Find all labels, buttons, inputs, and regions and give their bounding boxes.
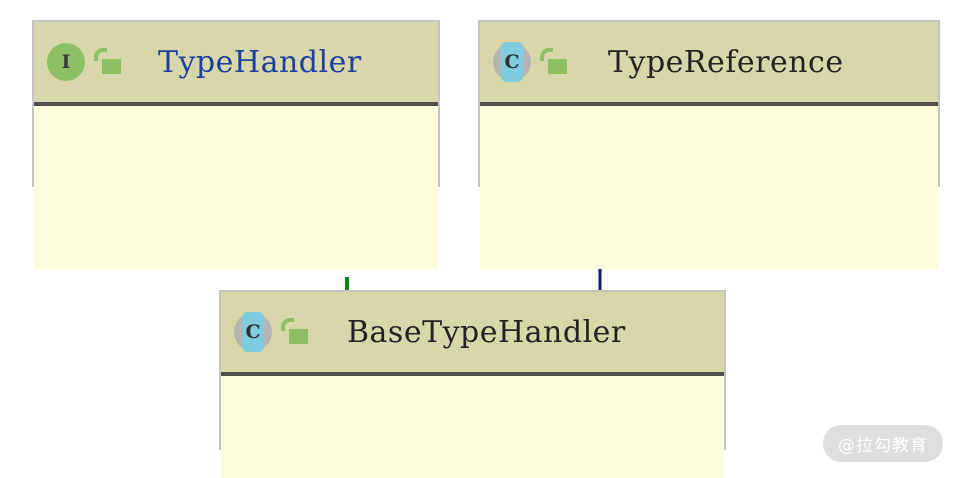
class-header: C TypeReference: [480, 22, 938, 106]
interface-icon: I: [44, 40, 88, 84]
class-members-compartment: [34, 106, 438, 269]
class-header: I TypeHandler: [34, 22, 438, 106]
class-members-compartment: [221, 376, 724, 478]
uml-class-base-type-handler[interactable]: C BaseTypeHandler: [219, 290, 726, 478]
class-glyph: C: [245, 320, 261, 343]
unlock-icon: [536, 45, 570, 79]
class-name: TypeHandler: [158, 44, 362, 80]
watermark-text: @拉勾教育: [838, 436, 928, 456]
class-name: TypeReference: [608, 44, 844, 80]
unlock-icon: [90, 45, 124, 79]
class-name: BaseTypeHandler: [347, 314, 626, 350]
class-glyph: C: [504, 50, 520, 73]
class-members-compartment: [480, 106, 938, 269]
class-icon: C: [490, 40, 534, 84]
class-icon: C: [231, 310, 275, 354]
interface-glyph: I: [61, 50, 71, 73]
class-header: C BaseTypeHandler: [221, 292, 724, 376]
unlock-icon: [277, 315, 311, 349]
watermark: @拉勾教育: [823, 425, 943, 462]
uml-class-type-reference[interactable]: C TypeReference: [478, 20, 940, 269]
uml-class-type-handler[interactable]: I TypeHandler: [32, 20, 440, 269]
